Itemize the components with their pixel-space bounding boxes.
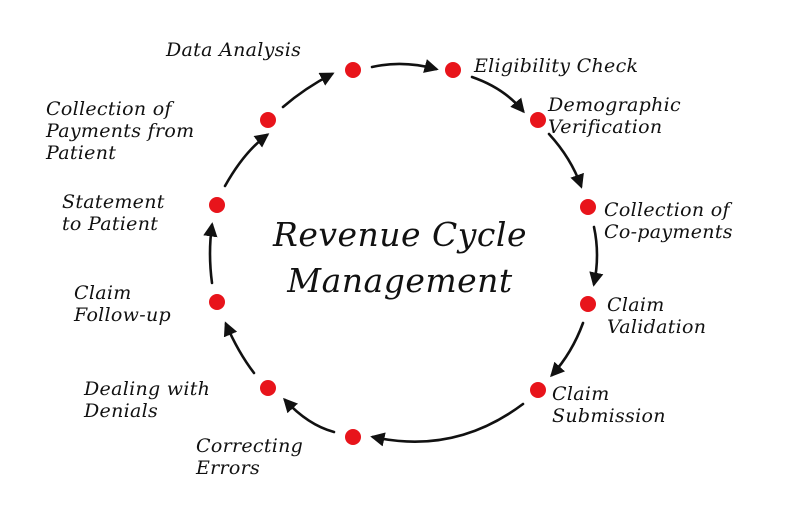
cycle-arrow-2 — [470, 75, 525, 114]
step-label-line: Collection of — [604, 199, 730, 221]
step-label-line: to Patient — [62, 213, 159, 235]
cycle-arrow-6 — [370, 402, 525, 447]
step-label-data-analysis: Data Analysis — [166, 39, 301, 61]
step-label-dealing-with-denials: Dealing with Denials — [84, 378, 210, 422]
cycle-arrow-9 — [203, 222, 218, 285]
cycle-arrow-4 — [589, 225, 604, 287]
title-line-2: Management — [287, 261, 513, 300]
step-label-claim-validation: Claim Validation — [607, 294, 706, 338]
step-label-line: Correcting — [196, 435, 304, 457]
cycle-arrow-11 — [281, 72, 335, 109]
step-dot-9 — [209, 294, 225, 310]
step-dot-1 — [345, 62, 361, 78]
step-dot-4 — [580, 199, 596, 215]
step-label-line: Claim — [607, 294, 665, 316]
step-label-line: Patient — [46, 142, 117, 164]
step-label-line: Validation — [607, 316, 707, 338]
step-label-line: Dealing with — [84, 378, 211, 400]
cycle-arrow-3 — [547, 132, 584, 189]
step-label-line: Data Analysis — [166, 39, 302, 61]
step-label-line: Statement — [62, 191, 165, 213]
cycle-arrow-5 — [550, 321, 585, 378]
step-label-line: Collection of — [46, 98, 172, 120]
step-label-line: Verification — [548, 116, 663, 138]
step-dot-10 — [209, 197, 225, 213]
step-label-line: Claim — [552, 383, 610, 405]
step-label-line: Payments from — [46, 120, 195, 142]
step-label-line: Claim — [74, 282, 132, 304]
step-label-statement-to-patient: Statement to Patient — [62, 191, 165, 235]
title-line-1: Revenue Cycle — [272, 215, 528, 254]
step-dot-6 — [530, 382, 546, 398]
cycle-arrow-10 — [223, 133, 270, 188]
step-label-correcting-errors: Correcting Errors — [196, 435, 303, 479]
step-label-collection-of-payments: Collection of Payments from Patient — [46, 98, 194, 164]
step-dot-11 — [260, 112, 276, 128]
step-label-claim-submission: Claim Submission — [552, 383, 666, 427]
step-dot-3 — [530, 112, 546, 128]
cycle-arrow-8 — [223, 321, 256, 375]
step-label-eligibility-check: Eligibility Check — [474, 55, 638, 77]
cycle-arrow-7 — [283, 397, 336, 434]
cycle-arrow-1 — [370, 59, 439, 73]
step-label-line: Errors — [196, 457, 261, 479]
step-label-collection-of-co-payments: Collection of Co-payments — [604, 199, 733, 243]
step-label-line: Eligibility Check — [474, 55, 639, 77]
diagram-title: Revenue Cycle Management — [240, 212, 560, 304]
step-label-line: Follow-up — [74, 304, 171, 326]
step-dot-5 — [580, 296, 596, 312]
step-label-claim-follow-up: Claim Follow-up — [74, 282, 171, 326]
step-label-line: Denials — [84, 400, 159, 422]
step-label-line: Co-payments — [604, 221, 733, 243]
step-dot-7 — [345, 429, 361, 445]
step-dot-8 — [260, 380, 276, 396]
step-label-line: Demographic — [548, 94, 681, 116]
step-dot-2 — [445, 62, 461, 78]
step-label-demographic-verification: Demographic Verification — [548, 94, 681, 138]
step-label-line: Submission — [552, 405, 666, 427]
